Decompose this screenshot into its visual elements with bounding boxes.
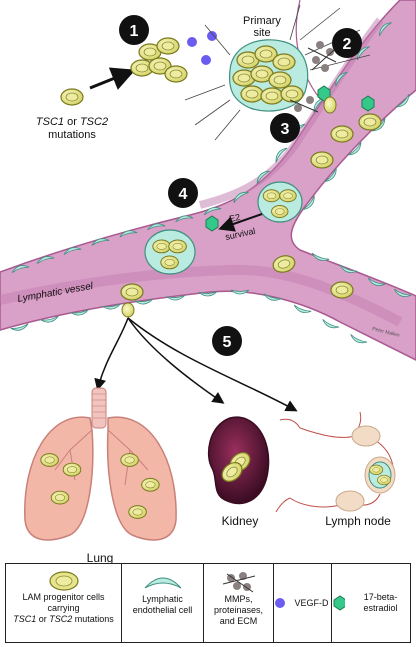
legend-lam-cell: LAM progenitor cells carrying TSC1 or TS… [6,564,122,642]
mmp-ecm-particles [289,41,337,113]
lam-cell-cluster [130,37,188,83]
endothelial-cell-icon [144,577,181,589]
mutations-label: mutations [48,129,96,141]
lam-cluster-lower [144,229,196,275]
lung-illustration: Lung [24,387,177,565]
lung-label: Lung [87,551,114,565]
legend: LAM progenitor cells carrying TSC1 or TS… [5,563,411,643]
step-4: 4 E2 survival [144,178,303,275]
legend-lam-text: LAM progenitor cells carrying TSC1 or TS… [13,592,114,624]
vegf-d-icon [275,598,286,608]
migration-arrow [218,213,263,232]
arrow-to-lymph-node [127,317,298,412]
step-3-number: 3 [281,121,290,138]
mmp-ecm-icon [222,572,255,593]
lymph-node-label: Lymph node [325,514,391,528]
kidney-illustration: Kidney [207,416,270,528]
lymph-node-illustration: Lymph node [275,411,396,528]
estradiol-icon [333,595,346,611]
step-3: 3 [270,113,300,143]
step-1: 1 TSC1 or TSC2 mutations [36,15,188,141]
svg-text:Primary: Primary [243,15,281,27]
legend-estradiol: 17-beta-estradiol [332,564,410,642]
kidney-label: Kidney [222,514,259,528]
step-5-number: 5 [223,334,232,351]
legend-vegf: VEGF-D [274,564,332,642]
step-4-number: 4 [179,186,188,203]
step-5: 5 [94,317,298,412]
legend-mmp-text: MMPs, proteinases, and ECM [213,594,264,626]
legend-mmp: MMPs, proteinases, and ECM [204,564,274,642]
lam-cell-escaping [120,283,144,301]
svg-text:TSC1 or TSC2: TSC1 or TSC2 [36,116,108,128]
step-2: 2 [289,28,375,114]
legend-estradiol-text: 17-beta-estradiol [363,592,398,613]
step-1-number: 1 [130,23,139,40]
legend-endothelial-cell: Lymphatic endothelial cell [122,564,204,642]
lam-cluster-upper [257,181,303,223]
legend-vegf-text: VEGF-D [294,597,329,608]
step-2-number: 2 [343,36,352,53]
proliferation-arrow [89,67,136,90]
arrow-to-lung [94,317,129,391]
lam-cell-single [60,88,84,106]
svg-text:site: site [253,27,270,39]
legend-endothelial-text: Lymphatic endothelial cell [132,594,193,615]
vegf-d-molecules [187,31,217,65]
arrow-to-kidney [127,317,225,404]
e2-label: E2 [228,212,241,224]
lam-cell-icon [48,571,79,591]
